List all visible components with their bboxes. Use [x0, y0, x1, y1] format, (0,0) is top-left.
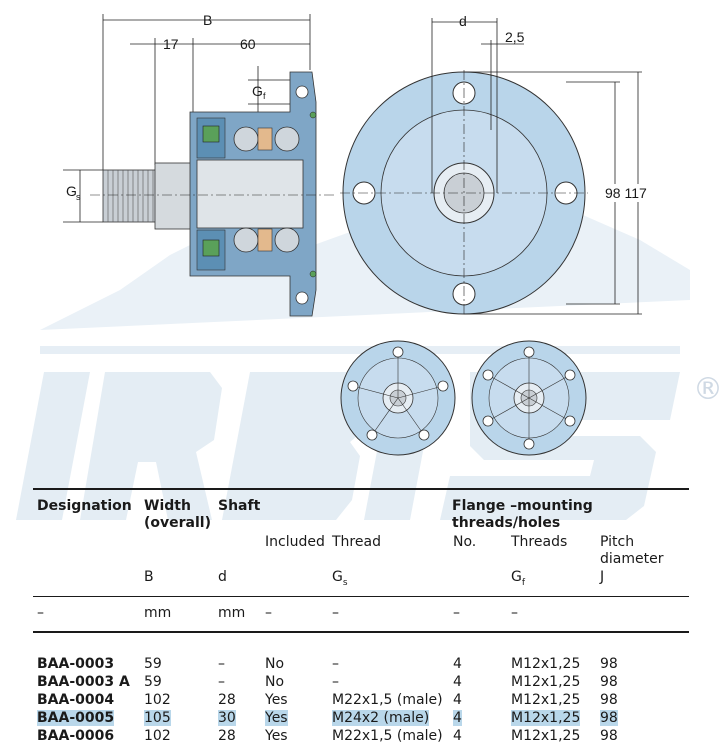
- dim-17-label: 17: [163, 36, 179, 52]
- cell-pitch: 98: [600, 692, 618, 708]
- cell-pitch: 98: [600, 710, 618, 726]
- cell-designation: BAA-0006: [37, 728, 115, 744]
- symbol-width: B: [144, 569, 154, 585]
- cell-shaft: –: [218, 674, 225, 690]
- table-row: BAA-0003 A 59 – No – 4 M12x1,25 98: [33, 674, 689, 692]
- subheader-pitch-diameter: Pitch diameter: [600, 534, 663, 568]
- subheader-thread: Thread: [332, 534, 381, 550]
- cell-width: 102: [144, 728, 171, 744]
- cell-no: 4: [453, 674, 462, 690]
- cell-included: No: [265, 656, 285, 672]
- inner-shaft: [196, 159, 304, 229]
- unit-no: –: [453, 605, 460, 621]
- dim-Gf-label: G: [252, 83, 263, 99]
- ball-bottom-left: [233, 227, 259, 253]
- table-row: BAA-0003 59 – No – 4 M12x1,25 98: [33, 656, 689, 674]
- subheader-pitch-line2: diameter: [600, 551, 664, 567]
- cell-no: 4: [453, 692, 462, 708]
- technical-drawing: B 17 60 G f G s: [63, 12, 655, 456]
- cell-width: 105: [144, 710, 171, 726]
- dim-Gs-sub: s: [76, 192, 81, 202]
- registered-mark: ®: [693, 372, 723, 407]
- cell-included: Yes: [265, 728, 288, 744]
- side-view: B 17 60 G f G s: [63, 12, 335, 317]
- dim-60-label: 60: [240, 36, 256, 52]
- cell-threads: M12x1,25: [511, 674, 581, 690]
- cell-width: 102: [144, 692, 171, 708]
- cell-threads: M12x1,25: [511, 710, 581, 726]
- cell-no: 4: [453, 656, 462, 672]
- cell-designation: BAA-0005: [37, 710, 115, 726]
- cell-pitch: 98: [600, 656, 618, 672]
- cell-thread: M22x1,5 (male): [332, 692, 443, 708]
- header-width: Width (overall): [144, 498, 211, 532]
- ball-top-right: [274, 126, 300, 152]
- symbol-thread: Gs: [332, 569, 348, 588]
- header-designation: Designation: [37, 498, 132, 514]
- threaded-shaft: [102, 169, 159, 223]
- cell-thread: M22x1,5 (male): [332, 728, 443, 744]
- header-width-line1: Width: [144, 498, 191, 514]
- front-view: d 2,5 98 117: [340, 13, 655, 316]
- cell-thread: –: [332, 656, 339, 672]
- dim-Gs-label: G: [66, 183, 77, 199]
- table-header-bottom-rule: [33, 631, 689, 633]
- cell-pitch: 98: [600, 674, 618, 690]
- dim-d-label: d: [459, 13, 467, 29]
- cell-threads: M12x1,25: [511, 728, 581, 744]
- cell-thread: M24x2 (male): [332, 710, 430, 726]
- dim-B-label: B: [203, 12, 212, 28]
- unit-included: –: [265, 605, 272, 621]
- subheader-included: Included: [265, 534, 325, 550]
- unit-shaft: mm: [218, 605, 246, 621]
- variant-view-six-hole: [471, 340, 587, 456]
- cell-designation: BAA-0004: [37, 692, 115, 708]
- ball-top-left: [233, 126, 259, 152]
- cell-designation: BAA-0003: [37, 656, 115, 672]
- dim-2-5-label: 2,5: [505, 29, 525, 45]
- header-flange: Flange –mounting threads/holes: [452, 498, 593, 531]
- table-top-rule: [33, 488, 689, 490]
- subheader-threads: Threads: [511, 534, 568, 550]
- dim-Gf-sub: f: [263, 91, 266, 101]
- cell-shaft: 28: [218, 728, 236, 744]
- cell-included: No: [265, 674, 285, 690]
- variant-view-five-hole: [340, 340, 456, 456]
- watermark-band: [40, 346, 680, 354]
- cell-threads: M12x1,25: [511, 692, 581, 708]
- table-row: BAA-0006 102 28 Yes M22x1,5 (male) 4 M12x1,25 9…: [33, 728, 689, 746]
- cell-threads: M12x1,25: [511, 656, 581, 672]
- subheader-pitch-line1: Pitch: [600, 534, 635, 550]
- cell-shaft: 30: [218, 710, 236, 726]
- unit-designation: –: [37, 605, 44, 621]
- symbol-shaft: d: [218, 569, 227, 585]
- unit-thread: –: [332, 605, 339, 621]
- cell-width: 59: [144, 656, 162, 672]
- ball-bottom-right: [274, 227, 300, 253]
- cell-no: 4: [453, 728, 462, 744]
- cell-included: Yes: [265, 692, 288, 708]
- cell-shaft: –: [218, 656, 225, 672]
- unit-threads: –: [511, 605, 518, 621]
- cell-no: 4: [453, 710, 462, 726]
- symbol-threads: Gf: [511, 569, 526, 588]
- subheader-no: No.: [453, 534, 477, 550]
- table-row: BAA-0005 105 30 Yes M24x2 (male) 4 M12x1,25 98: [33, 710, 689, 728]
- unit-width: mm: [144, 605, 172, 621]
- cell-pitch: 98: [600, 728, 618, 744]
- symbol-pitch: J: [600, 569, 605, 585]
- table-row: BAA-0004 102 28 Yes M22x1,5 (male) 4 M12x1,25 9…: [33, 692, 689, 710]
- cell-shaft: 28: [218, 692, 236, 708]
- header-shaft: Shaft: [218, 498, 261, 514]
- cell-included: Yes: [265, 710, 288, 726]
- dim-98-117-label: 98 117: [605, 185, 647, 201]
- cell-thread: –: [332, 674, 339, 690]
- header-width-line2: (overall): [144, 515, 211, 531]
- cell-width: 59: [144, 674, 162, 690]
- cell-designation: BAA-0003 A: [37, 674, 130, 690]
- table-mid-rule: [33, 596, 689, 597]
